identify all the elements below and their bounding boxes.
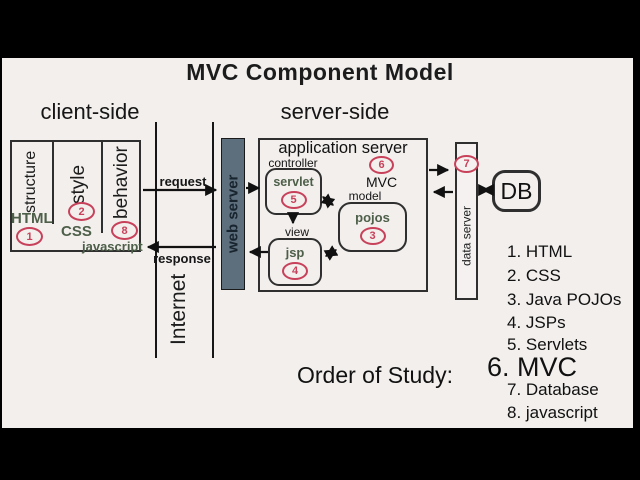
server-side-heading: server-side: [280, 99, 390, 124]
study-item-7: 7. Database: [507, 380, 599, 399]
client-box-divider-2: [101, 140, 103, 233]
jsp-box: jsp 4: [268, 238, 322, 286]
slide-title: MVC Component Model: [186, 59, 454, 85]
data-server-label: data server: [459, 205, 474, 266]
order-of-study-label: Order of Study:: [297, 362, 453, 388]
html-label: HTML: [11, 210, 53, 227]
badge-3: 3: [359, 226, 386, 245]
data-server-bar: [455, 142, 478, 300]
study-item-6: 6. MVC: [487, 352, 578, 382]
study-item-8: 8. javascript: [507, 403, 598, 422]
badge-4: 4: [282, 261, 308, 280]
study-item-5: 5. Servlets: [507, 335, 588, 354]
badge-5: 5: [280, 190, 307, 209]
javascript-label: javascript: [82, 239, 143, 254]
pojos-label: pojos: [355, 209, 390, 225]
web-server-bar: web server: [221, 138, 245, 290]
study-item-1: 1. HTML: [507, 242, 573, 261]
application-server-title: application server: [278, 139, 408, 157]
web-server-label: web server: [224, 174, 242, 254]
study-item-3: 3. Java POJOs: [507, 290, 622, 309]
badge-6: 6: [369, 156, 394, 174]
css-label: CSS: [61, 223, 92, 240]
view-label: view: [284, 225, 309, 239]
study-item-2: 2. CSS: [507, 266, 561, 285]
response-label: response: [153, 251, 211, 266]
behavior-label: behavior: [111, 146, 132, 220]
structure-label: structure: [22, 150, 39, 214]
mvc-label: MVC: [365, 174, 398, 190]
client-box: [10, 140, 141, 252]
badge-1: 1: [16, 227, 43, 246]
badge-8: 8: [111, 221, 138, 240]
badge-7: 7: [454, 155, 479, 173]
controller-label: controller: [268, 156, 318, 170]
application-server-box: [258, 138, 428, 292]
internet-label: Internet: [167, 273, 190, 345]
db-box: DB: [492, 170, 541, 212]
db-label: DB: [500, 177, 533, 204]
pojos-box: pojos 3: [338, 202, 407, 252]
client-box-divider-1: [52, 140, 54, 224]
servlet-box: servlet 5: [265, 168, 322, 215]
badge-2: 2: [68, 202, 95, 221]
request-label: request: [159, 174, 207, 189]
model-label: model: [348, 189, 382, 203]
servlet-label: servlet: [273, 174, 314, 189]
client-side-heading: client-side: [40, 99, 140, 124]
study-item-4: 4. JSPs: [507, 313, 566, 332]
jsp-label: jsp: [285, 244, 305, 260]
